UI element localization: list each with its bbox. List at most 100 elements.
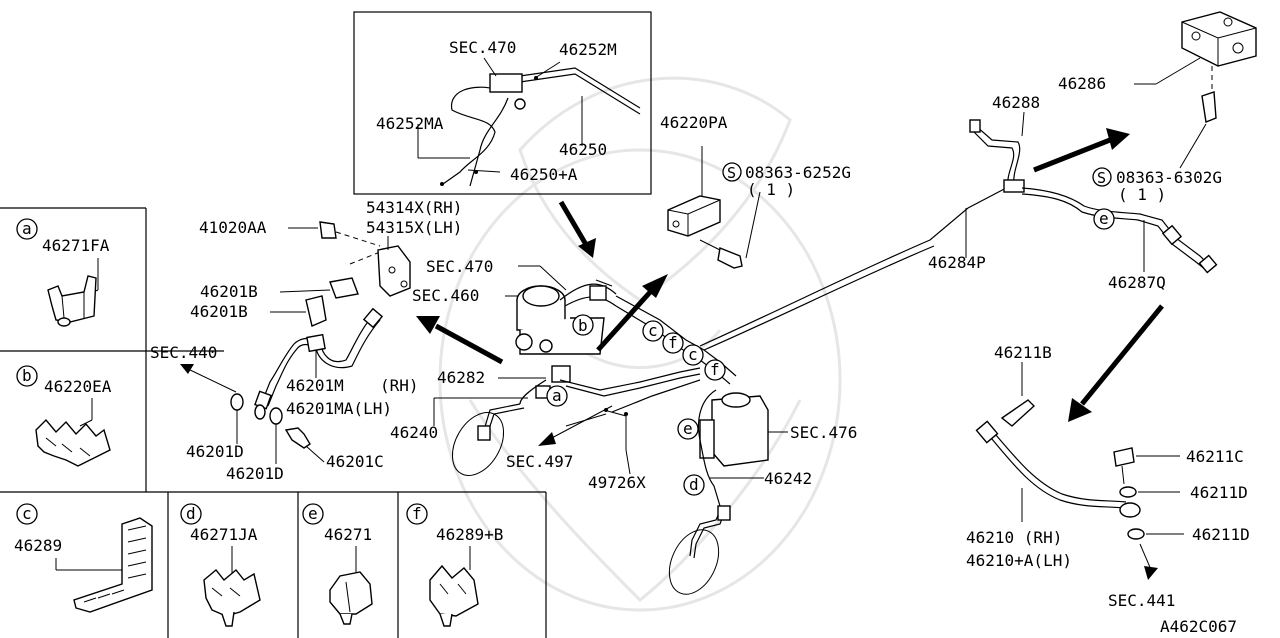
clip-46271fa	[47, 275, 97, 323]
label-46210a: 46210+A(LH)	[966, 551, 1072, 570]
bolt-46201c	[284, 427, 311, 449]
bracket-54314x	[377, 245, 411, 297]
svg-text:e: e	[1099, 209, 1109, 228]
legend-f-letter: f	[412, 504, 422, 523]
legend-a: a 46271FA	[16, 218, 110, 327]
label-sec441: SEC.441	[1108, 591, 1175, 610]
washer-46211d-2	[1127, 528, 1145, 540]
bolt-46211c	[1113, 447, 1135, 467]
hose-46210-assembly: 46211B 46210 (RH) 46210+A(LH) 46211C 462…	[966, 343, 1250, 610]
label-sec476: SEC.476	[790, 423, 857, 442]
callout-b: b	[572, 314, 594, 336]
label-46250: 46250	[559, 140, 607, 159]
legend-a-part: 46271FA	[42, 236, 110, 255]
legend-a-letter: a	[22, 219, 32, 238]
legend-f-part: 46289+B	[436, 525, 503, 544]
diagram-reference-code: A462C067	[1160, 617, 1237, 636]
legend-b-letter: b	[22, 366, 32, 385]
legend-d: d 46271JA	[180, 503, 261, 627]
hose-eye	[1119, 502, 1141, 518]
label-46211b: 46211B	[994, 343, 1052, 362]
clip-46289b	[429, 564, 479, 617]
label-46211d-1: 46211D	[1190, 483, 1248, 502]
legend-d-part: 46271JA	[190, 525, 258, 544]
legend-e-letter: e	[308, 504, 318, 523]
inset-frame	[353, 11, 652, 195]
s-mark-1-text: S	[727, 164, 736, 182]
washer-46211d-1	[1119, 486, 1137, 498]
legend-panels: a 46271FA b 46220EA c 46289	[0, 207, 547, 638]
callout-d: d	[683, 474, 705, 496]
label-46286: 46286	[1058, 74, 1106, 93]
svg-text:c: c	[688, 345, 698, 364]
legend-c-letter: c	[22, 504, 32, 523]
svg-text:f: f	[668, 333, 678, 352]
label-46252m: 46252M	[559, 40, 617, 59]
label-sec460: SEC.460	[412, 286, 479, 305]
label-46282: 46282	[437, 368, 485, 387]
inset-detail-box: SEC.470 46252M 46252MA 46250 46250+A	[353, 11, 652, 195]
callout-c-2: c	[682, 344, 704, 366]
legend-c-part: 46289	[14, 536, 62, 555]
svg-text:e: e	[683, 419, 693, 438]
label-46201c: 46201C	[326, 452, 384, 471]
callout-f-2: f	[704, 359, 726, 381]
label-46201m: 46201M	[286, 376, 344, 395]
label-46210: 46210 (RH)	[966, 528, 1062, 547]
label-bolt1-qty: ( 1 )	[747, 180, 795, 199]
label-46284p: 46284P	[928, 253, 986, 272]
label-bolt2-qty: ( 1 )	[1118, 185, 1166, 204]
callout-e-1: e	[677, 418, 699, 440]
label-46201d-1: 46201D	[186, 442, 244, 461]
callout-a: a	[546, 385, 568, 407]
label-46288: 46288	[992, 93, 1040, 112]
label-54315x: 54315X(LH)	[366, 218, 462, 237]
callout-c-1: c	[642, 320, 664, 342]
legend-e: e 46271	[302, 503, 373, 625]
washer-46201d-2	[269, 407, 283, 425]
svg-text:c: c	[648, 321, 658, 340]
front-left-pipes: 46201M (RH) 46201MA(LH) SEC.440 46201D 4…	[150, 307, 419, 483]
bracket-46201b	[329, 277, 359, 299]
bracket-assembly: 54314X(RH) 54315X(LH) 41020AA 46201B 462…	[190, 198, 462, 327]
rear-pipe-right: 46286 S 08363-6302G ( 1 ) 46288 46284P 4…	[928, 11, 1257, 292]
abs-unit-area: SEC.476 46242	[668, 389, 857, 595]
legend-b: b 46220EA	[16, 365, 112, 467]
label-46242: 46242	[764, 469, 812, 488]
connector-46220pa: 46220PA S 08363-6252G ( 1 )	[660, 113, 851, 269]
label-46201b-2: 46201B	[190, 302, 248, 321]
label-46201b-1: 46201B	[200, 282, 258, 301]
label-46201d-2: 46201D	[226, 464, 284, 483]
legend-c: c 46289	[14, 503, 153, 613]
clip-46211b	[1000, 399, 1036, 427]
legend-d-letter: d	[186, 504, 196, 523]
legend-f: f 46289+B	[406, 503, 503, 627]
bolt-41020aa	[319, 221, 337, 239]
label-rh-1: (RH)	[380, 376, 419, 395]
s-mark-2	[1092, 167, 1112, 187]
svg-text:b: b	[578, 316, 588, 335]
label-46220pa: 46220PA	[660, 113, 728, 132]
washer-46201d-1	[230, 393, 244, 411]
label-sec470-top: SEC.470	[449, 38, 516, 57]
label-46211c: 46211C	[1186, 447, 1244, 466]
callout-markers: b a c f c f e d	[546, 208, 1115, 496]
label-sec470-mid: SEC.470	[426, 257, 493, 276]
clip-46289	[73, 517, 153, 613]
main-pipe-runs: 49726X	[559, 185, 1011, 492]
clamp-46220ea	[35, 418, 111, 467]
s-mark-2-text: S	[1097, 169, 1106, 187]
callout-f-1: f	[662, 332, 684, 354]
clip-46201b	[305, 295, 327, 327]
front-hose-46240: 46282 46240	[390, 365, 571, 476]
label-46201ma: 46201MA(LH)	[286, 399, 392, 418]
watermark-emblem	[438, 76, 842, 612]
label-bolt-08363-6302g: 08363-6302G	[1116, 168, 1222, 187]
svg-text:d: d	[689, 475, 699, 494]
label-46287q: 46287Q	[1108, 273, 1166, 292]
s-mark-1	[722, 162, 742, 182]
label-46252ma: 46252MA	[376, 114, 444, 133]
svg-text:f: f	[710, 360, 720, 379]
svg-text:a: a	[552, 386, 562, 405]
